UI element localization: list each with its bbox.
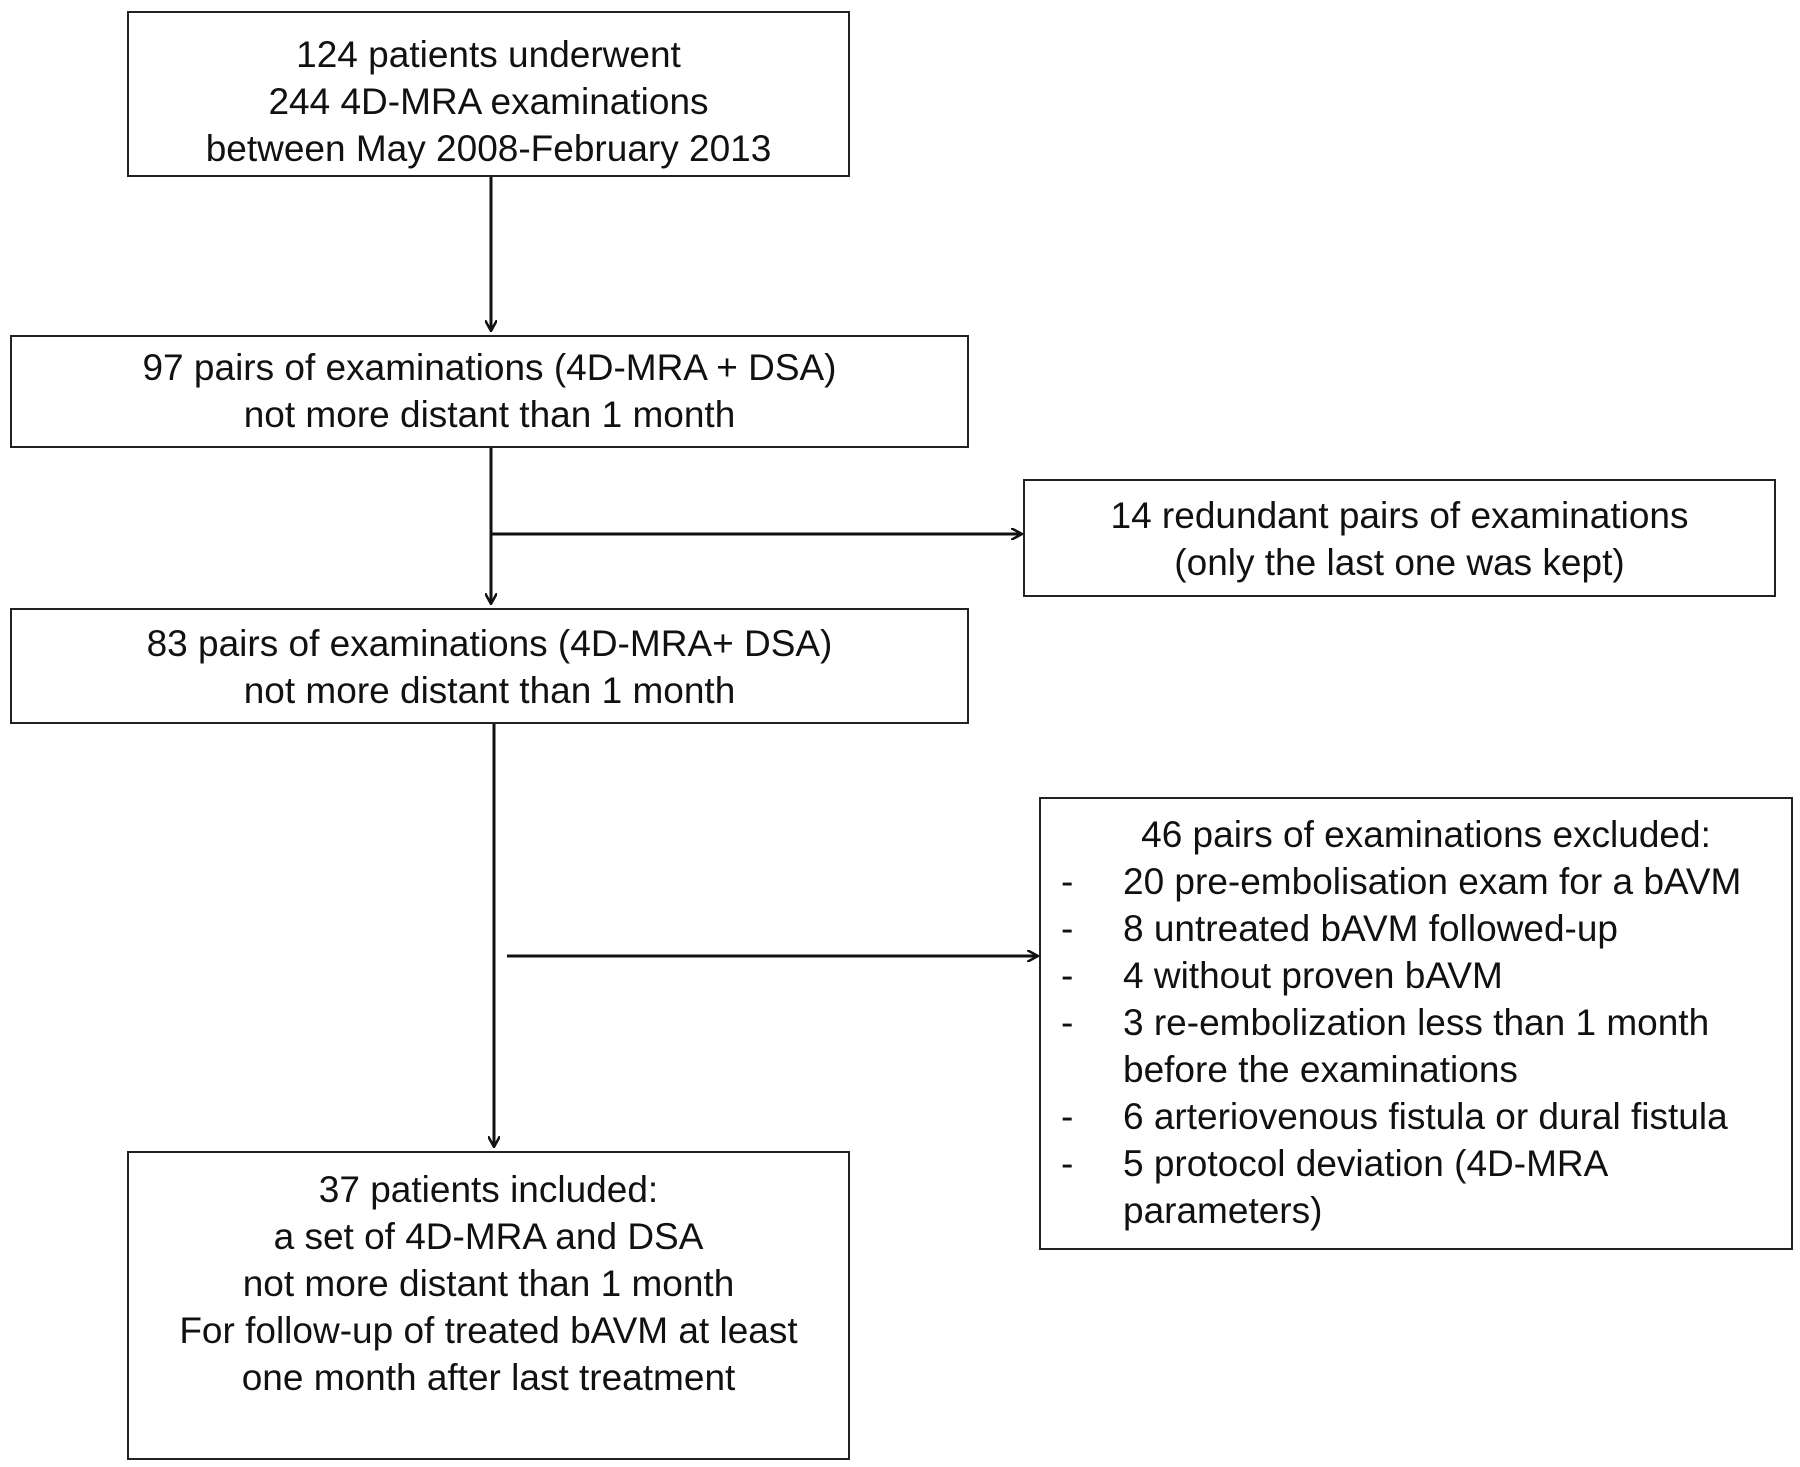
excluded-item-text: 6 arteriovenous fistula or dural fistula	[1123, 1096, 1728, 1137]
included-line: For follow-up of treated bAVM at least	[179, 1310, 798, 1351]
excluded-item: - 20 pre-embolisation exam for a bAVM	[1041, 858, 1791, 905]
pairs-97-line: 97 pairs of examinations (4D-MRA + DSA)	[142, 347, 837, 388]
included-box: 37 patients included: a set of 4D-MRA an…	[127, 1151, 850, 1460]
excluded-item: - 4 without proven bAVM	[1041, 952, 1791, 999]
excluded-item-text: 3 re-embolization less than 1 month	[1123, 1002, 1710, 1043]
start-line: 124 patients underwent	[296, 34, 681, 75]
pairs-83-box: 83 pairs of examinations (4D-MRA+ DSA) n…	[10, 608, 969, 724]
redundant-box: 14 redundant pairs of examinations (only…	[1023, 479, 1776, 597]
included-line: a set of 4D-MRA and DSA	[273, 1216, 704, 1257]
excluded-item-text: 20 pre-embolisation exam for a bAVM	[1123, 861, 1742, 902]
pairs-83-line: 83 pairs of examinations (4D-MRA+ DSA)	[146, 623, 833, 664]
excluded-item: - 5 protocol deviation (4D-MRA parameter…	[1041, 1140, 1791, 1234]
excluded-item-text: parameters)	[1123, 1190, 1323, 1231]
excluded-item: - 3 re-embolization less than 1 month be…	[1041, 999, 1791, 1093]
redundant-line: 14 redundant pairs of examinations	[1110, 495, 1689, 536]
pairs-97-line: not more distant than 1 month	[243, 394, 736, 435]
included-line: one month after last treatment	[241, 1357, 736, 1398]
excluded-item-text: 8 untreated bAVM followed-up	[1123, 908, 1619, 949]
excluded-box: 46 pairs of examinations excluded: - 20 …	[1039, 797, 1793, 1250]
bullet-dash: -	[1061, 1002, 1074, 1043]
excluded-item-text: before the examinations	[1123, 1049, 1518, 1090]
pairs-83-line: not more distant than 1 month	[243, 670, 736, 711]
included-line: not more distant than 1 month	[242, 1263, 735, 1304]
bullet-dash: -	[1061, 1096, 1074, 1137]
bullet-dash: -	[1061, 861, 1074, 902]
excluded-item-text: 4 without proven bAVM	[1123, 955, 1503, 996]
excluded-heading: 46 pairs of examinations excluded:	[1141, 814, 1711, 855]
start-line: between May 2008-February 2013	[205, 128, 772, 169]
start-line: 244 4D-MRA examinations	[268, 81, 709, 122]
excluded-item: - 8 untreated bAVM followed-up	[1041, 905, 1791, 952]
start-box: 124 patients underwent 244 4D-MRA examin…	[127, 11, 850, 177]
excluded-list: - 20 pre-embolisation exam for a bAVM - …	[1041, 858, 1791, 1234]
redundant-line: (only the last one was kept)	[1174, 542, 1625, 583]
bullet-dash: -	[1061, 955, 1074, 996]
excluded-item: - 6 arteriovenous fistula or dural fistu…	[1041, 1093, 1791, 1140]
excluded-item-text: 5 protocol deviation (4D-MRA	[1123, 1143, 1609, 1184]
bullet-dash: -	[1061, 908, 1074, 949]
pairs-97-box: 97 pairs of examinations (4D-MRA + DSA) …	[10, 335, 969, 448]
bullet-dash: -	[1061, 1143, 1074, 1184]
included-line: 37 patients included:	[318, 1169, 659, 1210]
